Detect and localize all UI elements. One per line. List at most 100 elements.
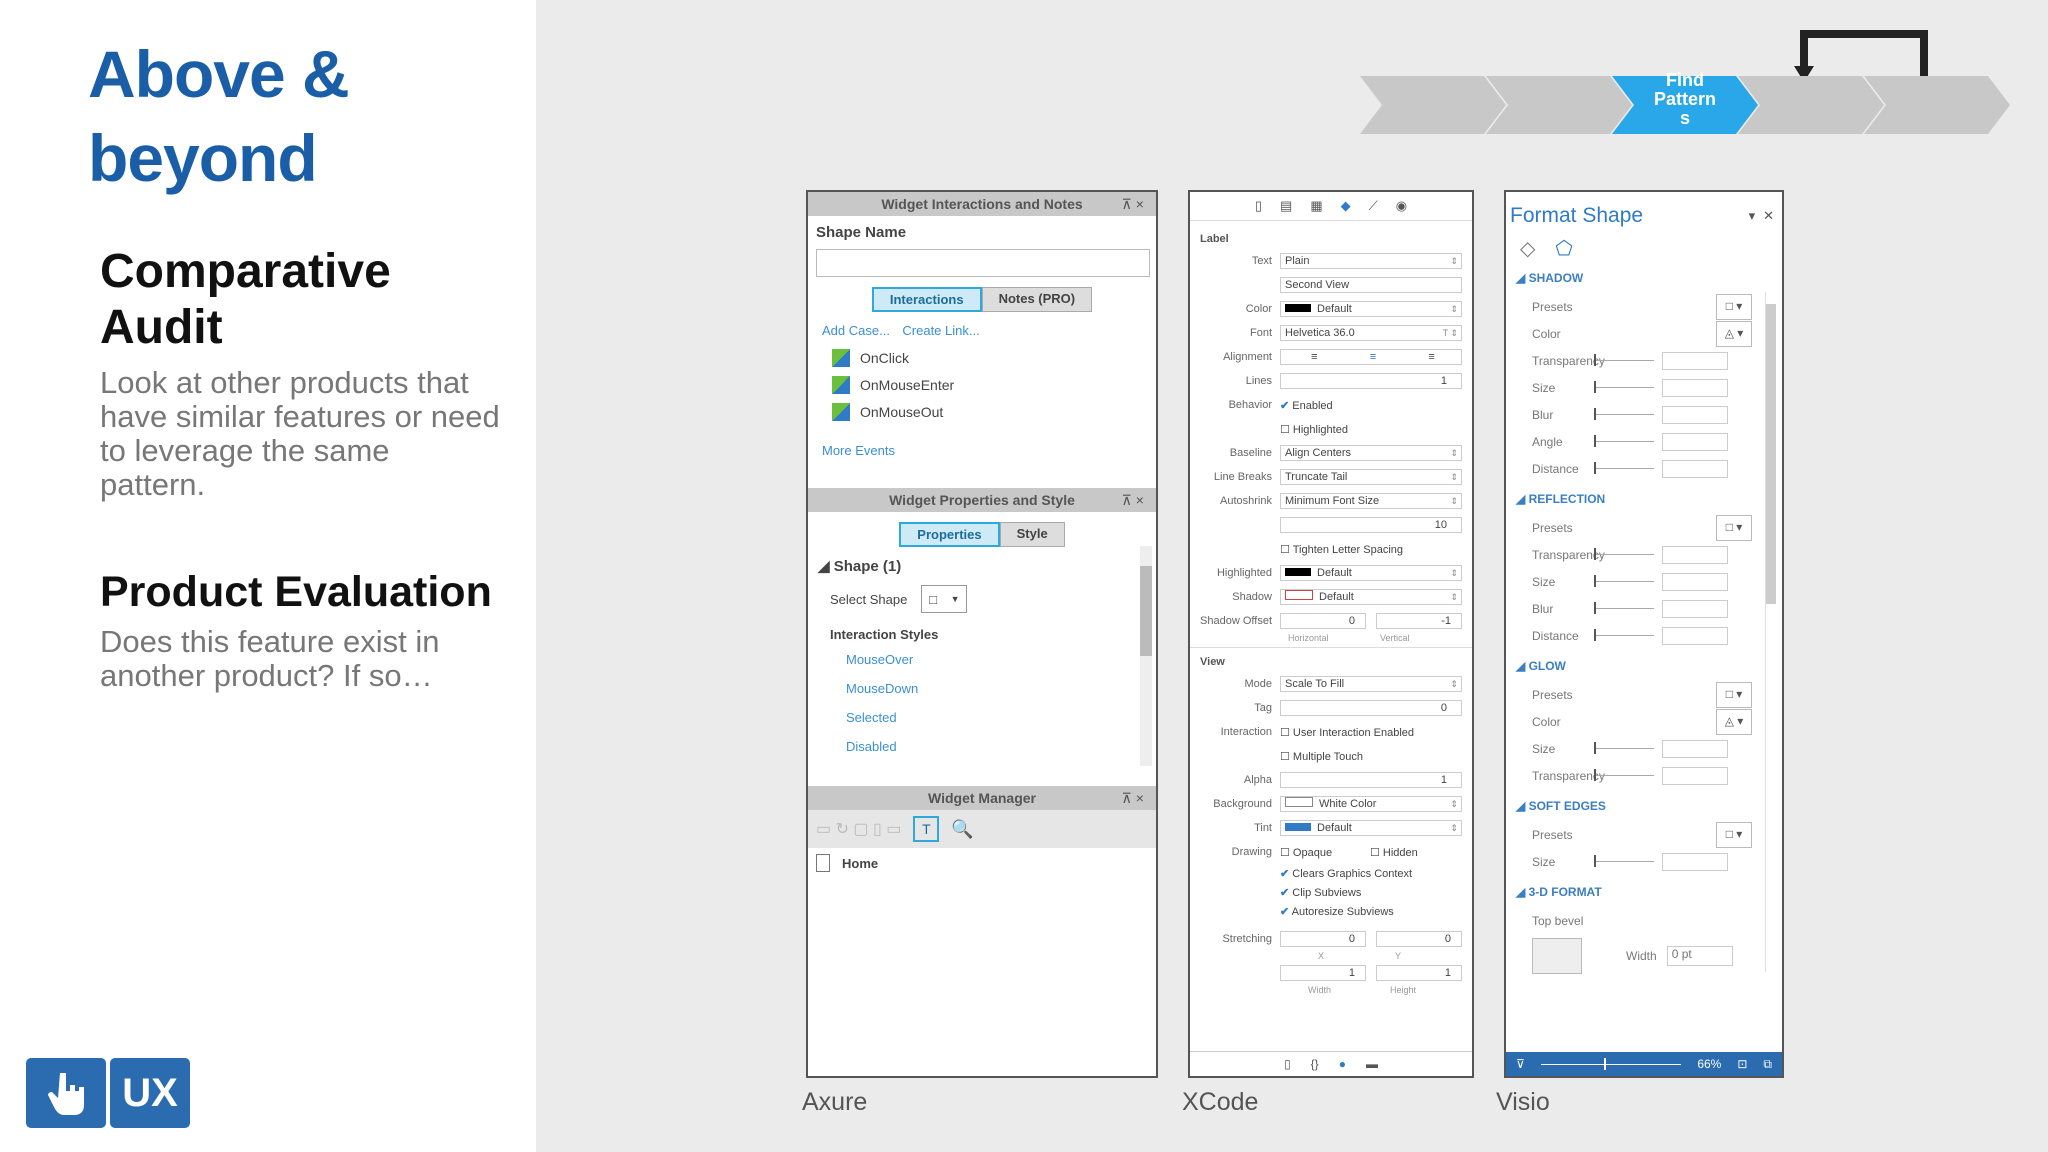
effect-value-field[interactable]	[1662, 739, 1728, 758]
create-link-link[interactable]: Create Link...	[902, 323, 980, 338]
add-case-link[interactable]: Add Case...	[822, 323, 890, 338]
effect-value-field[interactable]	[1662, 545, 1728, 564]
clip-subviews-checkbox[interactable]: ✔ Clip Subviews	[1280, 887, 1362, 899]
more-events-link[interactable]: More Events	[822, 443, 895, 458]
effect-slider[interactable]	[1594, 742, 1654, 754]
help-inspector-icon[interactable]: ▤	[1280, 198, 1293, 213]
effect-value-field[interactable]	[1662, 572, 1728, 591]
tint-color-select[interactable]: Default⇕	[1280, 820, 1462, 836]
line-breaks-select[interactable]: Truncate Tail⇕	[1280, 469, 1462, 485]
stretch-height[interactable]: 1	[1376, 965, 1462, 981]
shadow-offset-h[interactable]: 0	[1280, 613, 1366, 629]
bevel-picker[interactable]	[1532, 938, 1582, 974]
filter-icon[interactable]: ⊽	[1516, 1057, 1525, 1071]
fit-page-icon[interactable]: ⊡	[1737, 1057, 1748, 1071]
effect-slider[interactable]	[1594, 354, 1654, 366]
file-template-icon[interactable]: ▯	[1284, 1057, 1291, 1071]
media-library-icon[interactable]: ▬	[1365, 1057, 1378, 1071]
visio-section-header[interactable]: ◢ 3-D FORMAT	[1516, 885, 1602, 899]
effect-value-field[interactable]	[1662, 405, 1728, 424]
identity-inspector-icon[interactable]: ▦	[1310, 198, 1323, 213]
event-onmouseenter[interactable]: OnMouseEnter	[832, 376, 1156, 394]
connections-inspector-icon[interactable]: ◉	[1395, 198, 1408, 213]
style-mouseover-link[interactable]: MouseOver	[846, 652, 914, 667]
lines-stepper[interactable]: 1	[1280, 373, 1462, 389]
filter-icon[interactable]: T	[913, 816, 940, 842]
effect-slider[interactable]	[1594, 629, 1654, 641]
multiple-touch-checkbox[interactable]: ☐ Multiple Touch	[1280, 750, 1364, 763]
attributes-inspector-icon[interactable]: ◆	[1340, 198, 1351, 213]
stretch-x[interactable]: 0	[1280, 931, 1366, 947]
stretch-width[interactable]: 1	[1280, 965, 1366, 981]
presets-picker[interactable]: □ ▾	[1716, 514, 1752, 541]
style-selected-link[interactable]: Selected	[846, 710, 897, 725]
effect-slider[interactable]	[1594, 462, 1654, 474]
visio-section-header[interactable]: ◢ SHADOW	[1516, 271, 1584, 285]
effect-slider[interactable]	[1594, 435, 1654, 447]
shape-name-input[interactable]	[816, 249, 1150, 277]
style-mousedown-link[interactable]: MouseDown	[846, 681, 919, 696]
tab-interactions[interactable]: Interactions	[871, 287, 982, 312]
color-select[interactable]: Default⇕	[1280, 301, 1462, 317]
autoshrink-select[interactable]: Minimum Font Size⇕	[1280, 493, 1462, 509]
effect-slider[interactable]	[1594, 769, 1654, 781]
effect-slider[interactable]	[1594, 602, 1654, 614]
text-value-field[interactable]: Second View	[1280, 277, 1462, 293]
fill-line-icon[interactable]: ◇	[1520, 238, 1536, 260]
mode-select[interactable]: Scale To Fill⇕	[1280, 676, 1462, 692]
stretch-y[interactable]: 0	[1376, 931, 1462, 947]
select-shape-dropdown[interactable]: □▼	[921, 585, 968, 613]
effect-value-field[interactable]	[1662, 432, 1728, 451]
shadow-color-select[interactable]: Default⇕	[1280, 589, 1462, 605]
effect-value-field[interactable]	[1662, 351, 1728, 370]
alignment-control[interactable]: ≡≡≡	[1280, 349, 1462, 365]
effect-value-field[interactable]	[1662, 626, 1728, 645]
visio-section-header[interactable]: ◢ REFLECTION	[1516, 492, 1606, 506]
code-snippet-icon[interactable]: {}	[1310, 1057, 1319, 1071]
tag-stepper[interactable]: 0	[1280, 700, 1462, 716]
tab-notes[interactable]: Notes (PRO)	[981, 287, 1093, 312]
pane-options-icon[interactable]: ▾	[1748, 208, 1756, 223]
effect-slider[interactable]	[1594, 381, 1654, 393]
search-icon[interactable]: 🔍	[951, 818, 974, 839]
effect-slider[interactable]	[1594, 408, 1654, 420]
visio-section-header[interactable]: ◢ SOFT EDGES	[1516, 799, 1606, 813]
user-interaction-checkbox[interactable]: ☐ User Interaction Enabled	[1280, 726, 1414, 739]
text-type-select[interactable]: Plain⇕	[1280, 253, 1462, 269]
effect-value-field[interactable]	[1662, 766, 1728, 785]
close-icon[interactable]: ✕	[1763, 208, 1774, 223]
tighten-checkbox[interactable]: ☐ Tighten Letter Spacing	[1280, 543, 1403, 556]
visio-section-header[interactable]: ◢ GLOW	[1516, 659, 1566, 673]
presets-picker[interactable]: □ ▾	[1716, 681, 1752, 708]
background-color-select[interactable]: White Color⇕	[1280, 796, 1462, 812]
bevel-width-field[interactable]: 0 pt	[1666, 946, 1733, 966]
hidden-checkbox[interactable]: ☐ Hidden	[1370, 846, 1418, 859]
shadow-offset-v[interactable]: -1	[1376, 613, 1462, 629]
style-disabled-link[interactable]: Disabled	[846, 739, 897, 754]
event-onmouseout[interactable]: OnMouseOut	[832, 403, 1156, 421]
behavior-enabled-checkbox[interactable]: ✔ Enabled	[1280, 399, 1333, 412]
effects-icon[interactable]: ⬠	[1555, 238, 1573, 260]
effect-value-field[interactable]	[1662, 599, 1728, 618]
highlighted-color-select[interactable]: Default⇕	[1280, 565, 1462, 581]
opaque-checkbox[interactable]: ☐ Opaque	[1280, 846, 1333, 859]
effect-value-field[interactable]	[1662, 852, 1728, 871]
effect-value-field[interactable]	[1662, 378, 1728, 397]
effect-slider[interactable]	[1594, 548, 1654, 560]
behavior-highlighted-checkbox[interactable]: ☐ Highlighted	[1280, 423, 1348, 436]
effect-value-field[interactable]	[1662, 459, 1728, 478]
home-page-item[interactable]: Home	[816, 854, 1156, 872]
file-inspector-icon[interactable]: ▯	[1254, 198, 1263, 213]
autoresize-subviews-checkbox[interactable]: ✔ Autoresize Subviews	[1280, 906, 1394, 918]
alpha-stepper[interactable]: 1	[1280, 772, 1462, 788]
presets-picker[interactable]: □ ▾	[1716, 821, 1752, 848]
presets-picker[interactable]: □ ▾	[1716, 293, 1752, 320]
event-onclick[interactable]: OnClick	[832, 349, 1156, 367]
clears-context-checkbox[interactable]: ✔ Clears Graphics Context	[1280, 868, 1413, 880]
effect-slider[interactable]	[1594, 855, 1654, 867]
zoom-slider[interactable]	[1540, 1057, 1682, 1070]
properties-scrollbar[interactable]	[1140, 546, 1152, 766]
tab-style[interactable]: Style	[999, 522, 1065, 547]
size-inspector-icon[interactable]: ⟋	[1368, 198, 1378, 213]
